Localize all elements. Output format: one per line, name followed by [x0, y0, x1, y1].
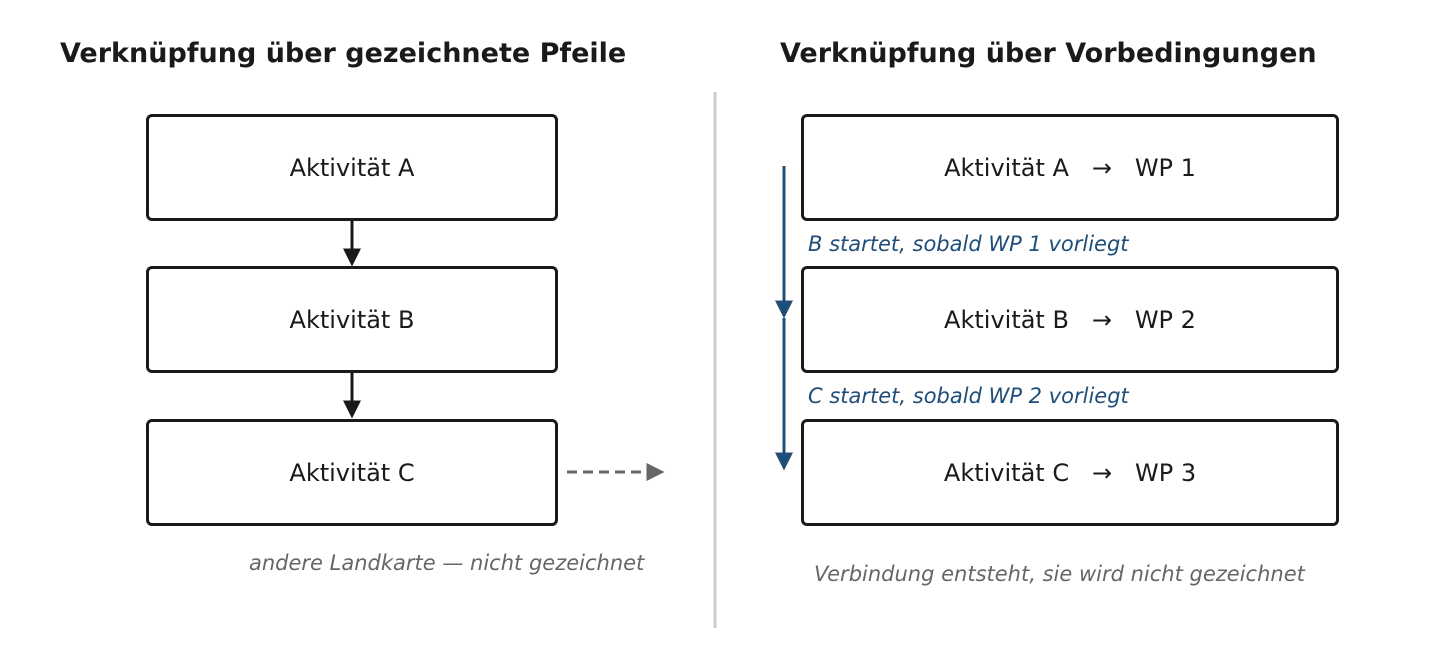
- work-package-label: WP 1: [1134, 153, 1196, 182]
- activity-label: Aktivität B: [944, 305, 1069, 334]
- left-panel-title: Verknüpfung über gezeichnete Pfeile: [60, 38, 627, 69]
- precondition-label-2: C startet, sobald WP 2 vorliegt: [808, 384, 1129, 408]
- activity-label: Aktivität C: [943, 458, 1070, 487]
- arrow-right-icon: →: [1091, 153, 1112, 182]
- left-activity-label: Aktivität C: [289, 458, 415, 487]
- right-activity-box-c: Aktivität C → WP 3: [801, 419, 1339, 526]
- left-activity-label: Aktivität B: [289, 305, 415, 334]
- precondition-label-1: B startet, sobald WP 1 vorliegt: [808, 232, 1129, 256]
- work-package-label: WP 3: [1134, 458, 1197, 487]
- left-activity-box-b: Aktivität B: [146, 266, 558, 373]
- right-activity-box-a: Aktivität A → WP 1: [801, 114, 1339, 221]
- arrow-right-icon: →: [1091, 305, 1112, 334]
- right-panel-title: Verknüpfung über Vorbedingungen: [780, 38, 1317, 69]
- left-activity-label: Aktivität A: [289, 153, 415, 182]
- arrow-right-icon: →: [1091, 458, 1113, 487]
- left-footnote: andere Landkarte — nicht gezeichnet: [249, 551, 645, 575]
- right-activity-box-b: Aktivität B → WP 2: [801, 266, 1339, 373]
- right-footnote: Verbindung entsteht, sie wird nicht geze…: [814, 562, 1305, 586]
- left-activity-box-c: Aktivität C: [146, 419, 558, 526]
- work-package-label: WP 2: [1134, 305, 1196, 334]
- left-activity-box-a: Aktivität A: [146, 114, 558, 221]
- activity-label: Aktivität A: [944, 153, 1069, 182]
